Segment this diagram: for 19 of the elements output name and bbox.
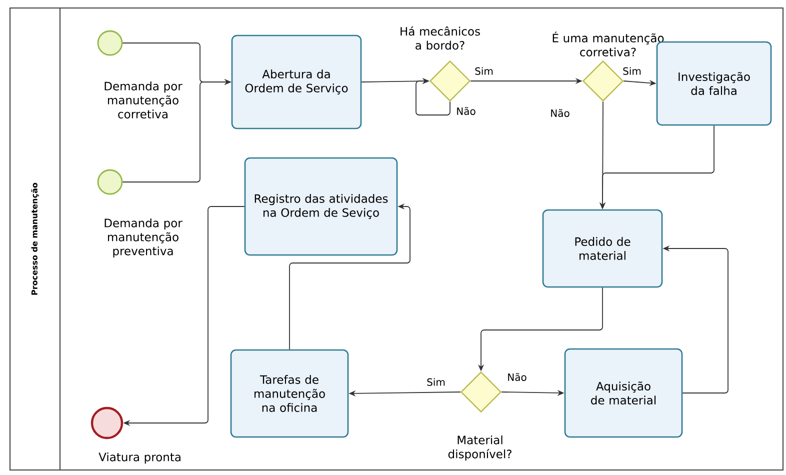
arrow [416,78,450,116]
task-box: Tarefas de manutenção na oficina [230,349,349,438]
edge-label: Não [549,108,571,118]
event-label: Demanda por manutenção preventiva [104,218,182,258]
question-label: Há mecânicos a bordo? [400,26,480,50]
task-box: Registro das atividades na Ordem de Seviço [244,157,398,256]
question-label: Material disponível? [448,435,512,461]
event-label: Demanda por manutenção corretiva [104,82,182,118]
task-box: Abertura da Ordem de Serviço [231,34,362,130]
edge-label: Não [506,372,528,382]
edge-label: Sim [622,66,642,76]
task-box: Pedido de material [542,209,663,288]
task-box: Investigação da falha [656,41,772,126]
edge-label: Sim [474,66,494,76]
task-box: Aquisição de material [564,348,683,438]
edge-label: Não [455,106,477,116]
edge-label: Sim [426,377,446,387]
pool-label: Processo de manutenção [31,182,39,295]
event-label: Viatura pronta [98,452,180,464]
